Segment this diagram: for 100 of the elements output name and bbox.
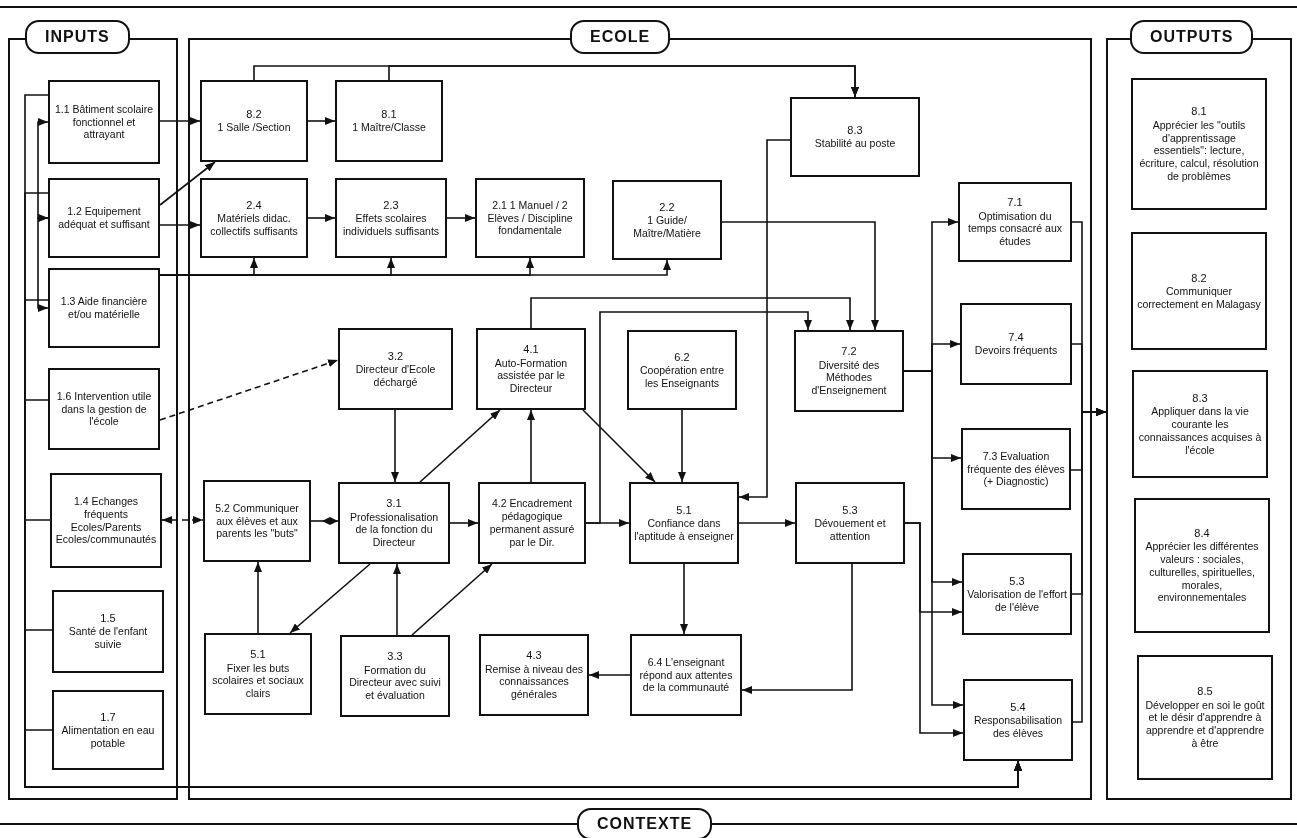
- process-box: [50, 473, 162, 568]
- connector-arrow: [721, 221, 879, 331]
- box-number: 8.3: [1192, 391, 1208, 406]
- box-label: Stabilité au poste: [814, 137, 896, 151]
- process-box: [960, 303, 1072, 385]
- connector-arrow: [37, 214, 49, 312]
- connector-arrow: [307, 117, 336, 125]
- box-number: 2.2: [659, 200, 675, 214]
- process-box: [479, 634, 589, 716]
- process-box: [335, 80, 443, 162]
- box-label: Effets scolaires individuels suffisants: [341, 211, 441, 238]
- process-box: [476, 328, 586, 410]
- box-number: 2.4: [246, 198, 262, 212]
- process-box: [204, 633, 312, 715]
- connector-arrow: [159, 117, 201, 125]
- process-box: [335, 178, 447, 258]
- box-number: 5.4: [1010, 700, 1026, 714]
- box-number: 8.1: [1191, 105, 1207, 119]
- box-label: 1 Maître/Classe: [352, 121, 426, 135]
- box-label: Dévouement et attention: [813, 516, 887, 543]
- connector-arrow: [530, 297, 854, 331]
- box-label: Professionalisation de la fonction du Directeur: [348, 510, 440, 549]
- connector-arrow: [680, 563, 688, 635]
- connector-arrow: [24, 729, 1022, 788]
- process-box: [627, 330, 737, 410]
- box-number: 8.5: [1197, 685, 1213, 699]
- connector-arrow: [411, 563, 493, 636]
- box-number: 3.3: [387, 650, 403, 664]
- box-label: Communiquer correctement en Malagasy: [1136, 284, 1262, 311]
- box-label: Remise à niveau des connaissances générales: [484, 662, 584, 701]
- process-box: [338, 328, 453, 410]
- box-number: 8.4: [1194, 526, 1210, 541]
- connector-arrow: [738, 519, 796, 527]
- box-label: Optimisation du temps consacré aux études: [967, 209, 1063, 248]
- process-box: [963, 679, 1073, 761]
- box-number: 8.1: [381, 107, 397, 122]
- process-box: [1137, 655, 1273, 780]
- connector-arrow: [678, 409, 686, 483]
- process-box: [794, 330, 904, 412]
- connector-arrow: [449, 519, 479, 527]
- box-label: Auto-Formation assistée par le Directeur: [493, 356, 569, 395]
- box-label: 6.4 L'enseignant répond aux attentes de la communauté: [638, 655, 734, 695]
- box-label: 2.1 1 Manuel / 2 Elèves / Discipline fondamentale: [486, 198, 574, 238]
- box-label: Développer en soi le goût et le désir d'apprendre à apprendre et d'apprendre à être: [1144, 698, 1266, 750]
- box-label: 4.2 Encadrement pédagogique permanent assuré par le Dir.: [488, 497, 576, 549]
- process-box: [48, 268, 160, 348]
- connector-arrow: [159, 161, 216, 206]
- box-number: 3.2: [387, 349, 404, 363]
- connector-arrow: [1072, 408, 1107, 723]
- box-number: 1.5: [100, 612, 116, 626]
- connector-arrow: [254, 561, 262, 634]
- process-box: [52, 590, 164, 673]
- box-number: 2.3: [383, 198, 399, 212]
- box-label: Coopération entre les Enseignants: [638, 363, 726, 390]
- box-number: 6.2: [674, 350, 690, 364]
- box-label: 1 Guide/ Maître/Matière: [632, 213, 702, 240]
- connector-arrow: [582, 409, 656, 483]
- box-label: 1.1 Bâtiment scolaire fonctionnel et attrayant: [53, 102, 155, 142]
- box-label: Appliquer dans la vie courante les connaissances acquises à l'école: [1137, 405, 1263, 457]
- box-label: Formation du Directeur avec suivi et évaluation: [348, 663, 442, 702]
- connector-arrow: [741, 563, 853, 694]
- box-label: Valorisation de l'effort de l'élève: [967, 587, 1067, 614]
- process-box: [612, 180, 722, 260]
- box-label: Apprécier les différentes valeurs : sociales, culturelles, spirituelles, morales, environnementales: [1144, 540, 1260, 605]
- box-number: 8.2: [1191, 271, 1207, 285]
- box-number: 8.2: [246, 107, 262, 122]
- box-label: 1.4 Echanges fréquents Ecoles/Parents Ecoles/communautés: [55, 494, 157, 547]
- box-label: 1.2 Equipement adéquat et suffisant: [57, 205, 151, 231]
- box-label: Confiance dans l'aptitude à enseigner: [634, 516, 734, 543]
- connector-arrow: [738, 139, 791, 501]
- process-box: [958, 182, 1072, 262]
- box-label: Diversité des Méthodes d'Enseignement: [810, 358, 888, 397]
- box-number: 8.3: [847, 123, 863, 138]
- connector-arrow: [289, 563, 371, 634]
- box-label: Matériels didac. collectifs suffisants: [209, 211, 299, 238]
- connector-arrow: [393, 563, 401, 636]
- section-heading: INPUTS: [25, 20, 130, 54]
- process-box: [48, 80, 160, 164]
- box-number: 4.1: [523, 343, 539, 357]
- connector-arrow: [159, 221, 201, 229]
- box-number: 3.1: [386, 497, 402, 511]
- connector-arrow: [388, 65, 859, 98]
- box-label: 1.3 Aide financière et/ou matérielle: [59, 295, 149, 321]
- process-box: [630, 634, 742, 716]
- box-label: Fixer les buts scolaires et sociaux clairs: [211, 661, 305, 700]
- box-label: Directeur d'Ecole déchargé: [354, 362, 437, 389]
- process-box: [52, 690, 164, 770]
- box-number: 5.3: [842, 503, 858, 517]
- process-box: [961, 428, 1071, 510]
- box-number: 7.1: [1007, 196, 1023, 210]
- process-box: [200, 178, 308, 258]
- process-box: [962, 553, 1072, 635]
- box-label: Alimentation en eau potable: [60, 723, 156, 750]
- box-label: 7.3 Evaluation fréquente des élèves (+ Diagnostic): [966, 449, 1066, 489]
- process-box: [478, 482, 586, 564]
- process-box: [1131, 78, 1267, 210]
- process-box: [48, 368, 160, 450]
- process-box: [1131, 232, 1267, 350]
- section-heading: ECOLE: [570, 20, 671, 54]
- connector-arrow: [904, 522, 964, 737]
